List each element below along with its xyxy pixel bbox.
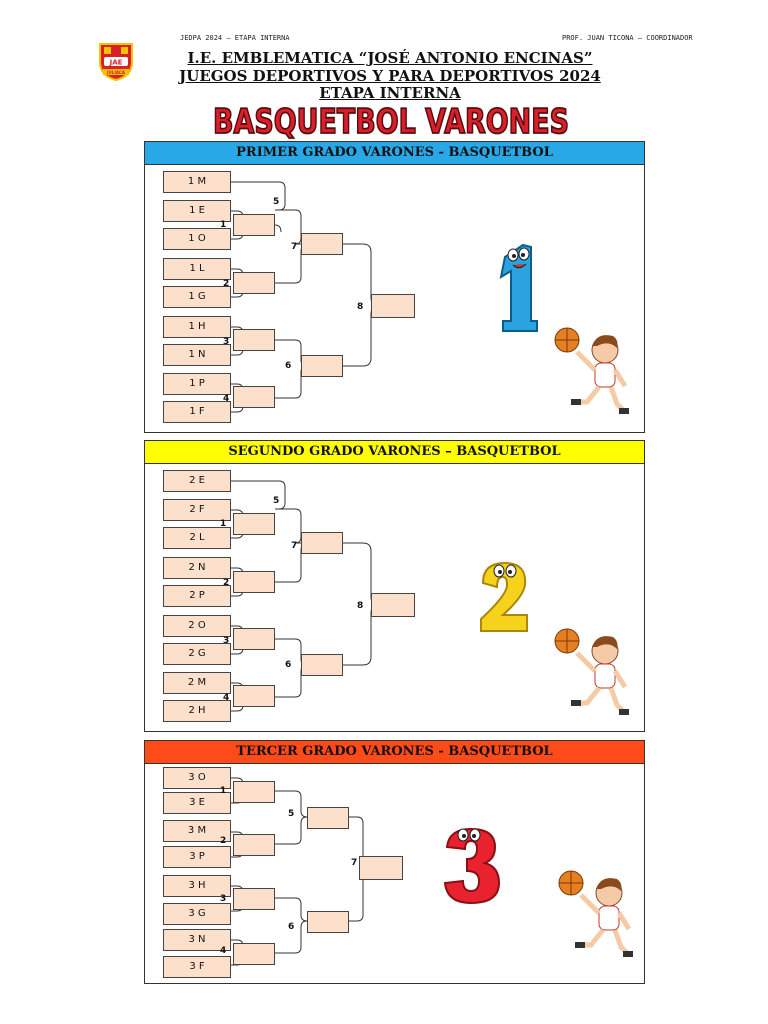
match-number: 7 [291,242,298,252]
match-number: 7 [351,858,358,868]
winner-slot[interactable] [233,834,275,856]
title-line-2: JUEGOS DEPORTIVOS Y PARA DEPORTIVOS 2024 [179,67,601,85]
team-slot: 1 E [163,200,231,222]
basketball-player-illustration [554,327,629,414]
winner-slot[interactable] [233,943,275,965]
final-slot[interactable] [371,294,415,318]
numeral-two-mascot [480,561,528,632]
winner-slot[interactable] [301,355,343,377]
match-number: 3 [223,636,230,646]
match-number: 6 [288,922,295,932]
match-number: 4 [223,394,230,404]
match-number: 2 [223,279,230,289]
team-slot: 3 E [163,792,231,814]
match-number: 1 [220,786,227,796]
team-slot: 1 F [163,401,231,423]
numeral-three-mascot [443,827,501,905]
match-number: 3 [220,894,227,904]
final-slot[interactable] [371,593,415,617]
team-slot: 1 O [163,228,231,250]
team-slot: 2 G [163,643,231,665]
winner-slot[interactable] [301,532,343,554]
logo-text-bottom: JULIACA [106,70,126,75]
school-logo: JAE JULIACA [99,43,133,82]
match-number: 1 [220,519,227,529]
header-right-note: PROF. JUAN TICONA – COORDINADOR [562,34,693,42]
team-slot: 1 G [163,286,231,308]
title-line-3: ETAPA INTERNA [319,84,461,102]
winner-slot[interactable] [233,888,275,910]
match-number: 6 [285,361,292,371]
logo-text-top: JAE [109,59,123,67]
team-slot: 2 N [163,557,231,579]
team-slot: 2 L [163,527,231,549]
team-slot: 1 N [163,344,231,366]
winner-slot[interactable] [233,329,275,351]
team-slot: 2 M [163,672,231,694]
team-slot: 3 O [163,767,231,789]
bracket-first-grade: PRIMER GRADO VARONES - BASQUETBOL 1 M 1 … [144,141,645,433]
match-number: 7 [291,541,298,551]
winner-slot[interactable] [233,272,275,294]
match-number: 2 [223,578,230,588]
winner-slot[interactable] [307,911,349,933]
winner-slot[interactable] [307,807,349,829]
basketball-player-illustration [554,628,629,715]
match-number: 3 [223,337,230,347]
match-number: 5 [273,197,280,207]
team-slot: 2 F [163,499,231,521]
header-left-note: JEDPA 2024 – ETAPA INTERNA [180,34,290,42]
numeral-one-mascot [499,243,538,332]
team-slot: 2 P [163,585,231,607]
winner-slot[interactable] [233,513,275,535]
team-slot: 3 N [163,929,231,951]
team-slot: 1 P [163,373,231,395]
team-slot: 2 H [163,700,231,722]
match-number: 4 [223,693,230,703]
team-slot: 2 O [163,615,231,637]
match-number: 8 [357,601,364,611]
team-slot: 3 F [163,956,231,978]
winner-slot[interactable] [233,628,275,650]
banner-text: BASQUETBOL VARONES [213,102,569,140]
match-number: 1 [220,220,227,230]
section-title-second: SEGUNDO GRADO VARONES – BASQUETBOL [145,441,644,464]
match-number: 5 [288,809,295,819]
match-number: 2 [220,836,227,846]
final-slot[interactable] [359,856,403,880]
team-slot: 3 H [163,875,231,897]
winner-slot[interactable] [233,781,275,803]
match-number: 6 [285,660,292,670]
match-number: 8 [357,302,364,312]
match-number: 5 [273,496,280,506]
winner-slot[interactable] [301,654,343,676]
team-slot: 1 M [163,171,231,193]
winner-slot[interactable] [233,685,275,707]
team-slot: 1 H [163,316,231,338]
bracket-third-grade: TERCER GRADO VARONES - BASQUETBOL 3 O 3 … [144,740,645,984]
team-slot: 3 M [163,820,231,842]
team-slot: 1 L [163,258,231,280]
team-slot: 2 E [163,470,231,492]
bracket-second-grade: SEGUNDO GRADO VARONES – BASQUETBOL 2 E 2… [144,440,645,732]
sport-banner: BASQUETBOL VARONES [212,101,570,140]
winner-slot[interactable] [301,233,343,255]
section-title-first: PRIMER GRADO VARONES - BASQUETBOL [145,142,644,165]
winner-slot[interactable] [233,386,275,408]
basketball-player-illustration [558,870,633,957]
section-title-third: TERCER GRADO VARONES - BASQUETBOL [145,741,644,764]
winner-slot[interactable] [233,214,275,236]
match-number: 4 [220,946,227,956]
winner-slot[interactable] [233,571,275,593]
team-slot: 3 P [163,846,231,868]
team-slot: 3 G [163,903,231,925]
title-line-1: I.E. EMBLEMATICA “JOSÉ ANTONIO ENCINAS” [187,49,593,67]
